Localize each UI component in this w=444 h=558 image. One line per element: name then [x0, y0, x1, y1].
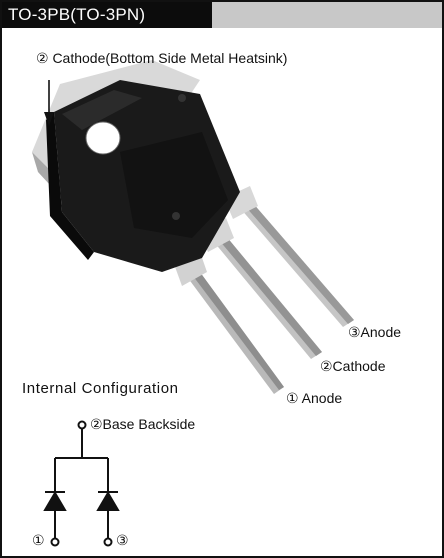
cathode-heatsink-label: ② Cathode(Bottom Side Metal Heatsink): [36, 50, 288, 66]
internal-schematic: [43, 420, 120, 547]
lead-pin-3: [240, 202, 354, 327]
lead-pin-2: [214, 236, 322, 359]
base-terminal-node: [77, 420, 87, 430]
body-side: [46, 112, 94, 260]
pin2-cathode-label: ②Cathode: [320, 358, 386, 374]
heatsink-arrow: [44, 80, 54, 126]
body-highlight: [62, 90, 142, 130]
pin3-anode-label: ③Anode: [348, 324, 402, 340]
package-title: TO-3PB(TO-3PN): [2, 2, 212, 28]
mounting-hole: [86, 122, 120, 154]
body-dimple: [172, 212, 180, 220]
base-backside-label: ②Base Backside: [90, 416, 196, 432]
right-diode-symbol: [96, 491, 120, 511]
lead-pin-1: [185, 268, 284, 394]
left-terminal-label: ①: [32, 532, 45, 548]
mounting-hole-rim: [85, 121, 121, 155]
left-diode-symbol: [43, 491, 67, 511]
left-terminal-node: [50, 537, 60, 547]
title-bar: TO-3PB(TO-3PN): [2, 2, 442, 28]
right-terminal-label: ③: [116, 532, 129, 548]
internal-config-title: Internal Configuration: [22, 380, 179, 397]
right-terminal-node: [103, 537, 113, 547]
pin1-anode-label: ① Anode: [286, 390, 343, 406]
body-recess: [120, 132, 228, 238]
body-dimple: [178, 94, 186, 102]
